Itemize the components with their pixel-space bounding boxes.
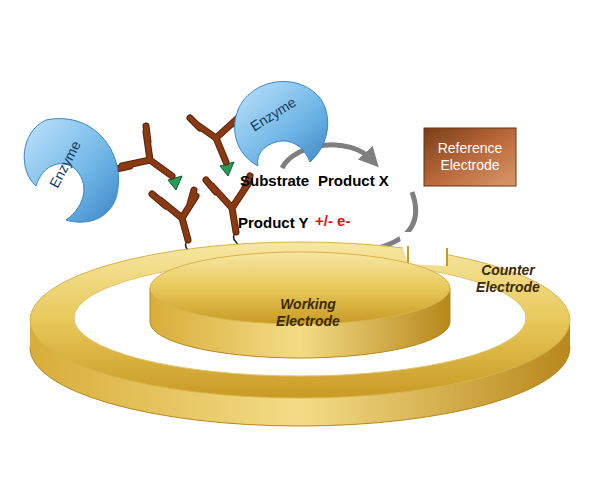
antibody xyxy=(152,190,196,240)
node-label: Counter Electrode xyxy=(470,262,546,296)
reaction-arrow xyxy=(282,145,372,168)
working-electrode: Working Electrode xyxy=(148,248,452,360)
substrate-label: Substrate xyxy=(240,172,309,189)
antibody xyxy=(112,126,172,176)
node-label: Reference Electrode xyxy=(424,134,516,180)
enzyme-shape: Enzyme xyxy=(230,76,330,168)
antibody xyxy=(152,190,196,240)
node-label: Working Electrode xyxy=(258,296,358,330)
enzyme-shape-outline xyxy=(230,76,330,168)
reference-electrode: Reference Electrode xyxy=(424,128,516,186)
antibody xyxy=(112,126,172,176)
electron-label: +/- e- xyxy=(315,212,350,229)
product-label: Product X xyxy=(318,172,389,189)
product-label: Product Y xyxy=(238,214,309,231)
enzyme-shape: Enzyme xyxy=(16,116,120,224)
